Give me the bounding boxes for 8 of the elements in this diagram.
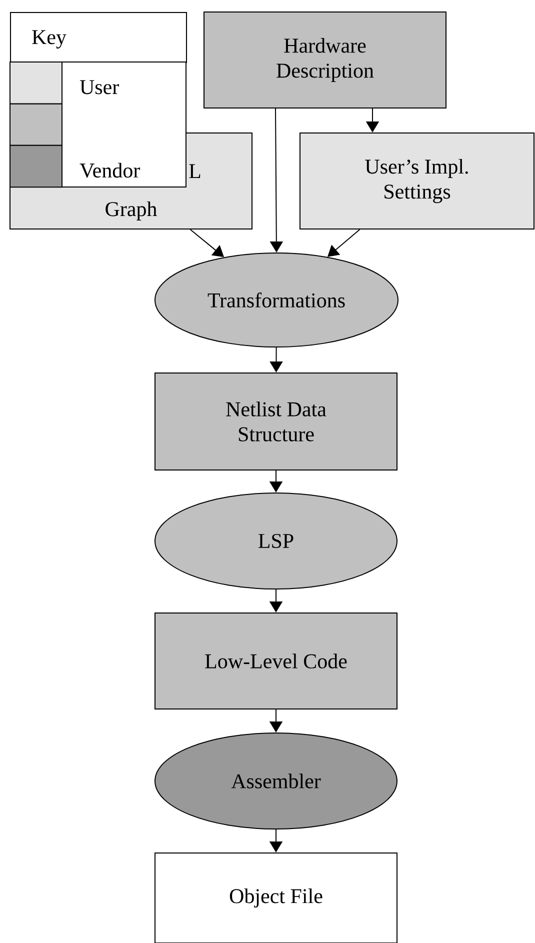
process-box: Low-Level Code xyxy=(154,612,398,710)
process-box: Netlist Data Structure xyxy=(154,372,398,470)
legend-title: Key xyxy=(10,12,187,64)
process-box: User’s Impl. Settings xyxy=(300,132,534,230)
output-box: Object File xyxy=(154,852,398,943)
legend-label: Vendor xyxy=(80,162,140,178)
process-box: Hardware Description xyxy=(204,12,446,109)
legend-label: User xyxy=(80,80,119,94)
